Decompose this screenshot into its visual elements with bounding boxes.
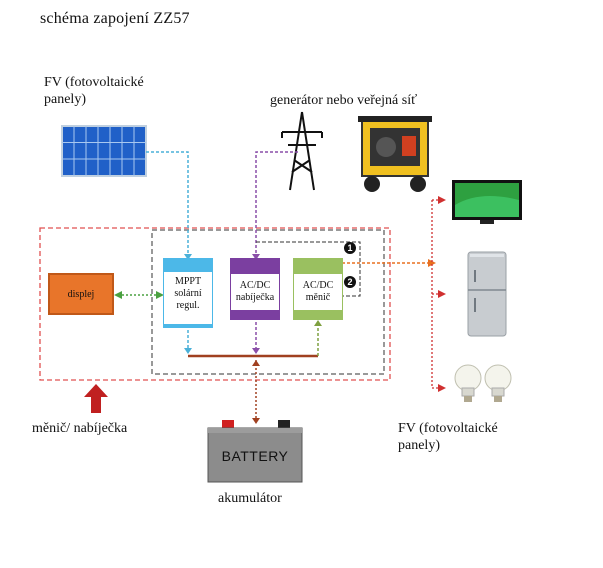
pv-bottom-label: FV (fotovoltaické panely) [398, 420, 498, 454]
badge-1-label: 1 [347, 243, 353, 253]
inverter-line2: měnič [305, 292, 331, 303]
fridge-icon [467, 251, 507, 337]
battery-icon [207, 420, 303, 483]
pv-top-label-line1: FV (fotovoltaické [44, 75, 144, 90]
mppt-line1: MPPT [174, 276, 202, 287]
grid-to-charger-line [255, 151, 298, 258]
tv-icon [452, 180, 522, 224]
mppt-line2: solární [174, 288, 202, 299]
bulb-icon [454, 364, 512, 402]
mppt-line3: regul. [176, 300, 200, 311]
displej-label: displej [67, 289, 95, 300]
charger-box: AC/DC nabíječka [230, 258, 280, 320]
solar-to-mppt-line [146, 151, 189, 258]
badge-2-label: 2 [347, 277, 353, 287]
power-tower-icon [281, 111, 323, 191]
inverter-box: AC/DC měnič [293, 258, 343, 320]
displej-box: displej [48, 273, 114, 315]
badge-1 [344, 242, 356, 254]
pv-top-label: FV (fotovoltaické panely) [44, 74, 144, 108]
badge-2 [344, 276, 356, 288]
inverter-charger-label: měnič/ nabíječka [32, 421, 128, 436]
switch-loop-line [256, 241, 361, 297]
inverter-line1: AC/DC [302, 280, 334, 291]
pv-top-label-line2: panely) [44, 92, 86, 107]
solar-panel-icon [61, 125, 147, 177]
battery-text: BATTERY [221, 448, 289, 464]
pv-bottom-label-line1: FV (fotovoltaické [398, 421, 498, 436]
mppt-box: MPPT solární regul. [163, 258, 213, 328]
battery-label: akumulátor [218, 491, 282, 506]
inverter-charger-boundary [39, 227, 391, 381]
control-boundary [151, 229, 385, 375]
generator-label: generátor nebo veřejná síť [270, 93, 418, 108]
pv-bottom-label-line2: panely) [398, 438, 440, 453]
charger-line2: nabíječka [235, 292, 275, 303]
diagram-title: schéma zapojení ZZ57 [40, 10, 190, 27]
generator-icon [358, 116, 432, 192]
charger-line1: AC/DC [239, 280, 271, 291]
red-arrow-icon [84, 384, 108, 413]
